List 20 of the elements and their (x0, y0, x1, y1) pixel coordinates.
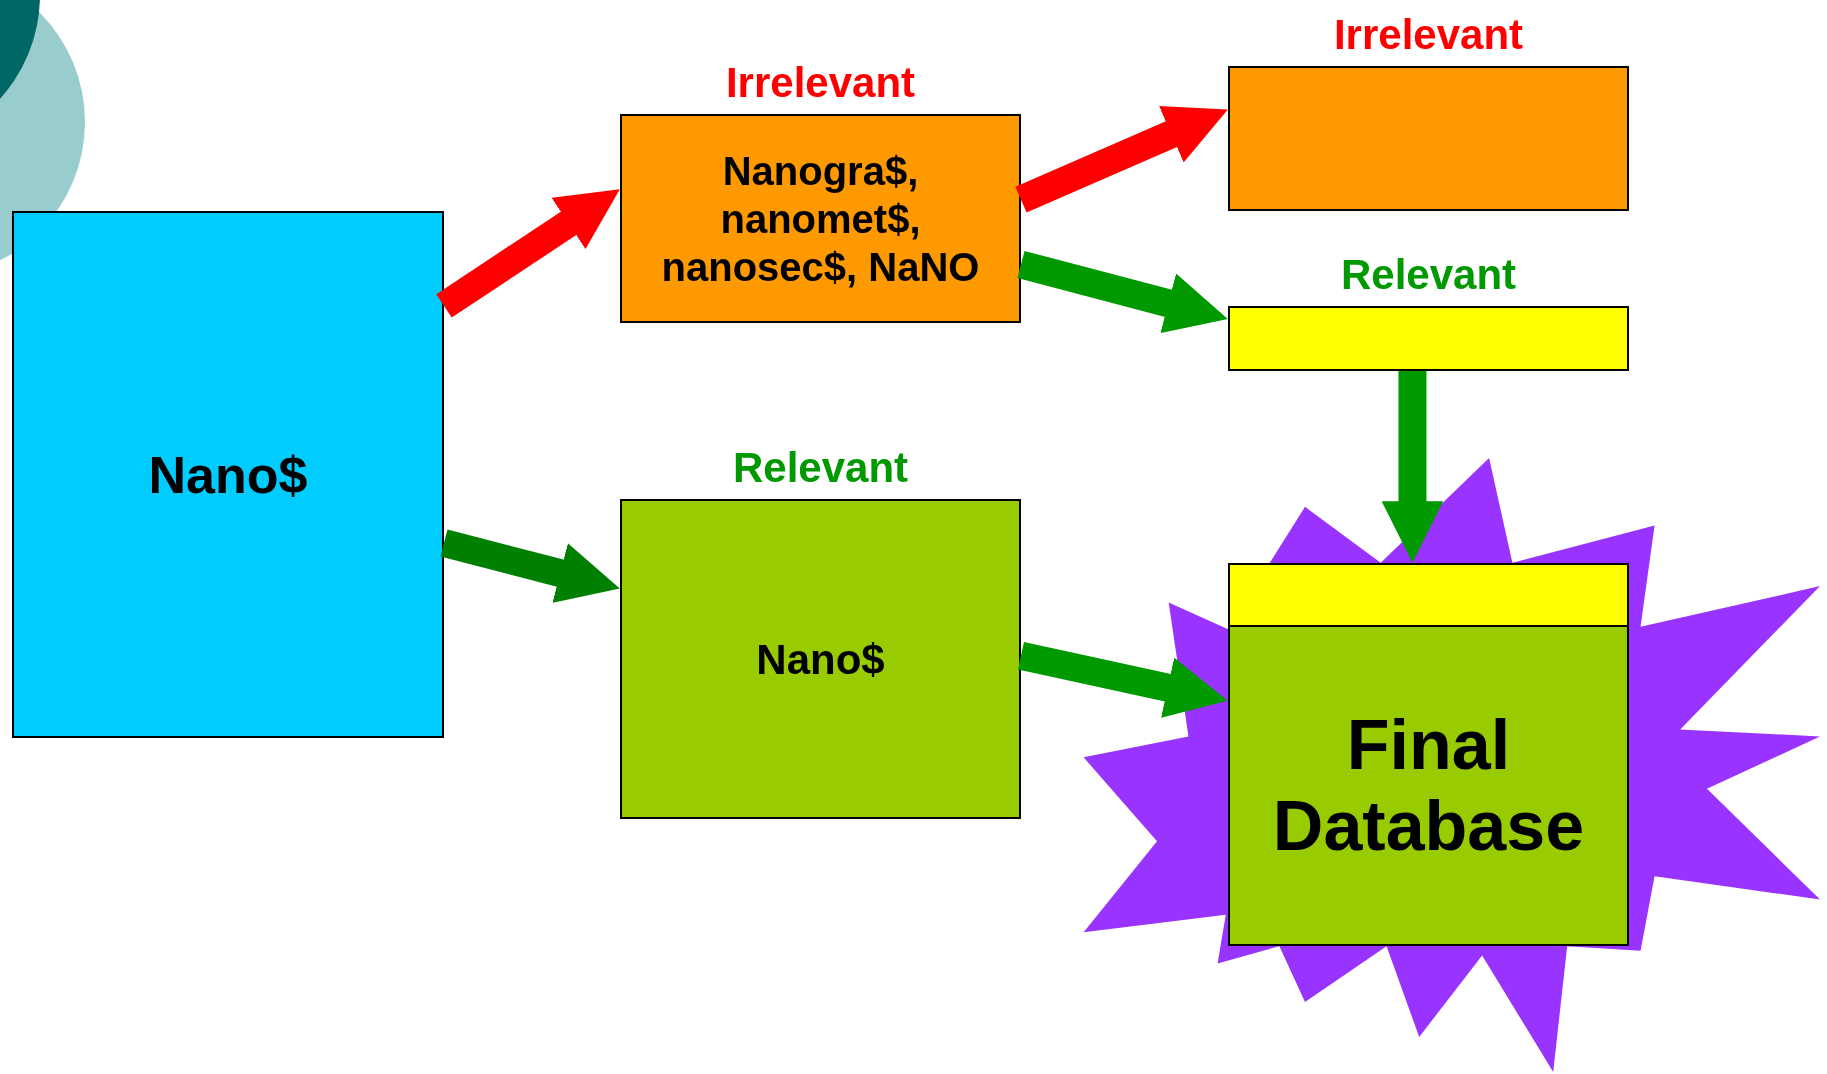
database-box (1228, 563, 1629, 946)
box-label: Nanogra$, nanomet$, nanosec$, NaNO (660, 147, 981, 291)
box-label: Nano$ (756, 634, 885, 685)
block-arrow (1018, 642, 1228, 718)
box-label: Nano$ (148, 444, 308, 506)
process-box (1228, 306, 1629, 371)
process-box (620, 114, 1021, 323)
block-arrow (1015, 105, 1228, 213)
process-box (12, 211, 444, 738)
box-heading: Relevant (1339, 254, 1518, 296)
block-arrow (440, 529, 620, 603)
block-arrow (1381, 371, 1444, 563)
block-arrow (1017, 250, 1228, 334)
box-heading: Relevant (731, 447, 910, 489)
process-box (1228, 66, 1629, 211)
box-heading: Irrelevant (1332, 14, 1525, 56)
box-label: Final Database (1271, 705, 1586, 866)
process-box (620, 499, 1021, 819)
box-heading: Irrelevant (724, 62, 917, 104)
block-arrow (436, 189, 620, 318)
